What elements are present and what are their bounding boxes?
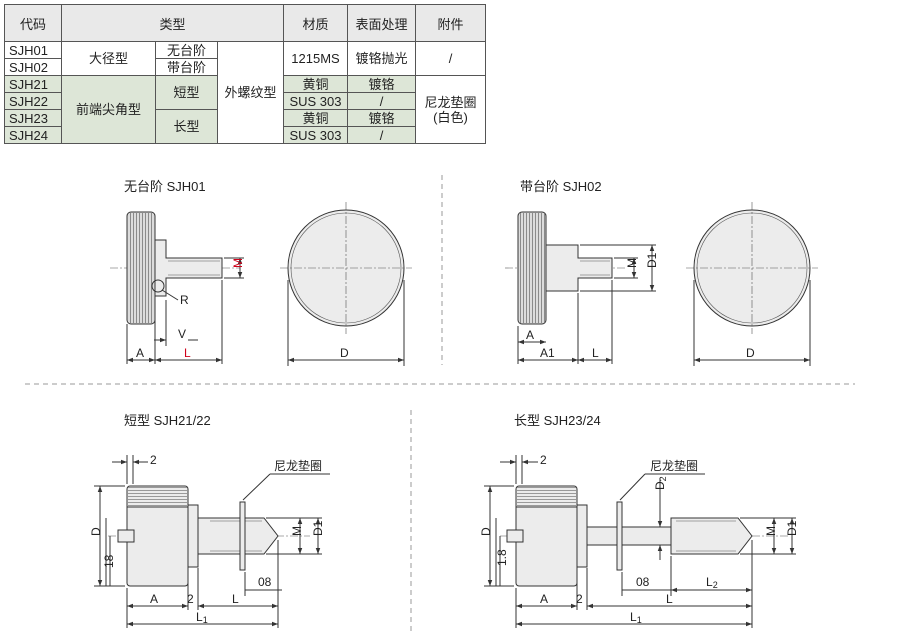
dim-a: A (540, 592, 548, 606)
code-cell: SJH24 (4, 126, 62, 144)
dim-r: R (180, 293, 189, 307)
code-cell: SJH23 (4, 109, 62, 127)
label-washer: 尼龙垫圈 (274, 458, 322, 473)
type-external-thread: 外螺纹型 (217, 41, 284, 144)
material-brass: 黄铜 (283, 109, 348, 127)
drawing-sjh21: 2 尼龙垫圈 D 18 M D1 08 (89, 453, 330, 628)
drawing-sjh23: 2 尼龙垫圈 D2 D 1.8 M (479, 453, 799, 628)
dim-m: M (290, 526, 304, 536)
type-pointed: 前端尖角型 (61, 75, 156, 144)
accessory-washer-color: (白色) (433, 109, 468, 125)
dim-2: 2 (540, 453, 547, 467)
dim-d: D (479, 527, 493, 536)
caption-sjh01: 无台阶 SJH01 (124, 179, 206, 194)
dim-a: A (526, 328, 534, 342)
drawing-sjh02-side: M D1 A A1 L (505, 211, 659, 364)
dim-l1-sub: 1 (637, 615, 642, 625)
dim-l: L (592, 346, 599, 360)
surface-none: / (347, 126, 416, 144)
dim-l: L (184, 346, 191, 360)
type-long: 长型 (155, 109, 218, 144)
material-sus: SUS 303 (283, 126, 348, 144)
type-short: 短型 (155, 75, 218, 110)
dim-d1: D1 (785, 520, 799, 536)
dim-d: D (746, 346, 755, 360)
dim-l1: L1 (630, 610, 642, 625)
dim-l: L (232, 592, 239, 606)
dim-m: M (625, 258, 639, 268)
caption-sjh02: 带台阶 SJH02 (520, 179, 602, 194)
label-washer: 尼龙垫圈 (650, 458, 698, 473)
drawing-sjh01-side: R M V A L (110, 211, 245, 364)
dim-08: 08 (258, 575, 272, 589)
dim-d2-sub: 2 (658, 476, 668, 481)
dim-2b: 2 (187, 592, 194, 606)
dim-a: A (136, 346, 144, 360)
dim-m: M (764, 526, 778, 536)
dim-2: 2 (150, 453, 157, 467)
code-cell: SJH22 (4, 92, 62, 110)
material-1215ms: 1215MS (283, 41, 348, 76)
header-accessory: 附件 (415, 4, 486, 42)
caption-sjh23: 长型 SJH23/24 (514, 413, 601, 428)
dim-d2: D2 (653, 476, 668, 490)
dim-d1: D1 (311, 520, 325, 536)
surface-chrome: 镀铬 (347, 109, 416, 127)
surface-chrome: 镀铬 (347, 75, 416, 93)
drawing-sjh01-front: D (280, 202, 412, 366)
spec-table: 代码 类型 材质 表面处理 附件 SJH01 大径型 无台阶 外螺纹型 1215… (4, 4, 486, 144)
type-no-step: 无台阶 (155, 41, 218, 59)
dim-a1: A1 (540, 346, 555, 360)
drawing-sjh02-front: D (686, 202, 818, 366)
dim-l: L (666, 592, 673, 606)
dim-d: D (89, 527, 103, 536)
header-code: 代码 (4, 4, 62, 42)
dim-2b: 2 (576, 592, 583, 606)
dim-18: 18 (102, 554, 116, 568)
dim-l1: L1 (196, 610, 208, 625)
dim-l2: L2 (706, 575, 718, 590)
accessory-washer: 尼龙垫圈 (白色) (415, 75, 486, 144)
surface-chrome-polish: 镀铬抛光 (347, 41, 416, 76)
dim-v: V (178, 327, 186, 341)
surface-none: / (347, 92, 416, 110)
dim-d: D (340, 346, 349, 360)
accessory-washer-label: 尼龙垫圈 (424, 94, 477, 110)
dim-a: A (150, 592, 158, 606)
dim-1-8: 1.8 (495, 549, 509, 566)
dim-l2-sub: 2 (713, 580, 718, 590)
material-sus: SUS 303 (283, 92, 348, 110)
dim-m: M (231, 258, 245, 268)
type-with-step: 带台阶 (155, 58, 218, 76)
dim-d1: D1 (645, 252, 659, 268)
dim-l1-sub: 1 (203, 615, 208, 625)
dim-08: 08 (636, 575, 650, 589)
caption-sjh21: 短型 SJH21/22 (124, 413, 211, 428)
